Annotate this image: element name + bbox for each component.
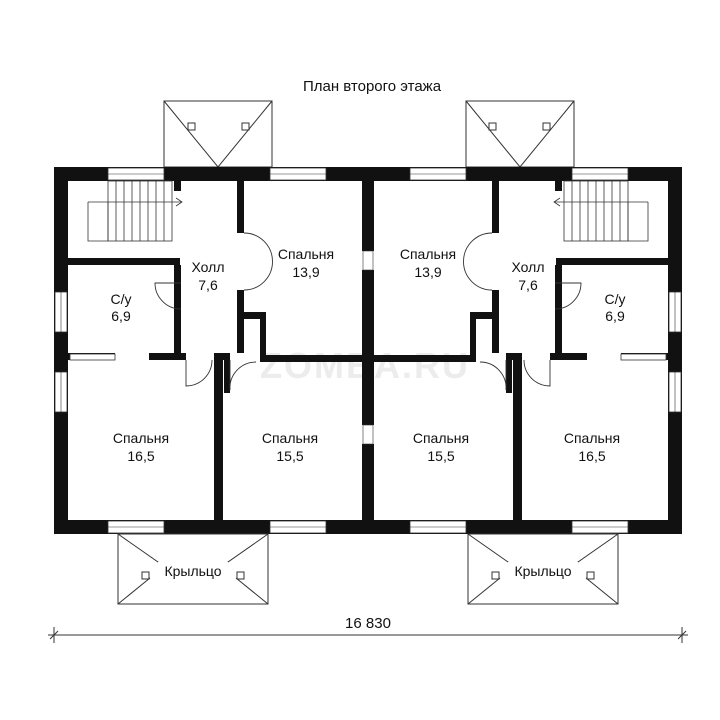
stairs-right bbox=[553, 180, 649, 242]
porch-label-bg-left bbox=[158, 562, 228, 580]
room-area-bedroom-top-right: 13,9 bbox=[414, 264, 441, 280]
stairs-left bbox=[87, 180, 183, 242]
room-name-bedroom-bottom-4: Спальня bbox=[564, 430, 620, 446]
dimension-line bbox=[48, 627, 688, 643]
room-name-hall-right: Холл bbox=[512, 259, 545, 275]
room-area-hall-right: 7,6 bbox=[518, 277, 538, 293]
inner-frames bbox=[69, 353, 667, 361]
room-name-bedroom-bottom-1: Спальня bbox=[113, 430, 169, 446]
door-swings bbox=[154, 232, 582, 391]
room-area-bedroom-bottom-4: 16,5 bbox=[578, 448, 605, 464]
room-name-bedroom-bottom-3: Спальня bbox=[413, 430, 469, 446]
porch-label-right: Крыльцо bbox=[514, 563, 571, 579]
room-name-bedroom-top-left: Спальня bbox=[278, 246, 334, 262]
room-area-bedroom-bottom-3: 15,5 bbox=[427, 448, 454, 464]
room-name-hall-left: Холл bbox=[192, 259, 225, 275]
room-name-wc-right: С/у bbox=[605, 291, 626, 307]
room-name-wc-left: С/у bbox=[111, 291, 132, 307]
porch-label-left: Крыльцо bbox=[164, 563, 221, 579]
room-area-bedroom-top-left: 13,9 bbox=[292, 264, 319, 280]
room-labels: Холл 7,6 Спальня 13,9 Спальня 13,9 Холл … bbox=[111, 246, 626, 464]
room-area-bedroom-bottom-1: 16,5 bbox=[127, 448, 154, 464]
room-area-bedroom-bottom-2: 15,5 bbox=[276, 448, 303, 464]
interior-walls bbox=[68, 181, 668, 520]
window-lines bbox=[60, 173, 676, 528]
room-area-wc-left: 6,9 bbox=[111, 308, 131, 324]
room-name-bedroom-top-right: Спальня bbox=[400, 246, 456, 262]
roof-hip-left bbox=[163, 100, 273, 168]
plan-title: План второго этажа bbox=[303, 78, 442, 95]
room-name-bedroom-bottom-2: Спальня bbox=[262, 430, 318, 446]
center-openings bbox=[362, 250, 374, 445]
porch-label-bg-right bbox=[508, 562, 578, 580]
outer-walls bbox=[54, 167, 682, 534]
roof-hip-right bbox=[465, 100, 575, 168]
room-area-wc-right: 6,9 bbox=[605, 308, 625, 324]
dimension-label: 16 830 bbox=[345, 615, 391, 632]
room-area-hall-left: 7,6 bbox=[198, 277, 218, 293]
